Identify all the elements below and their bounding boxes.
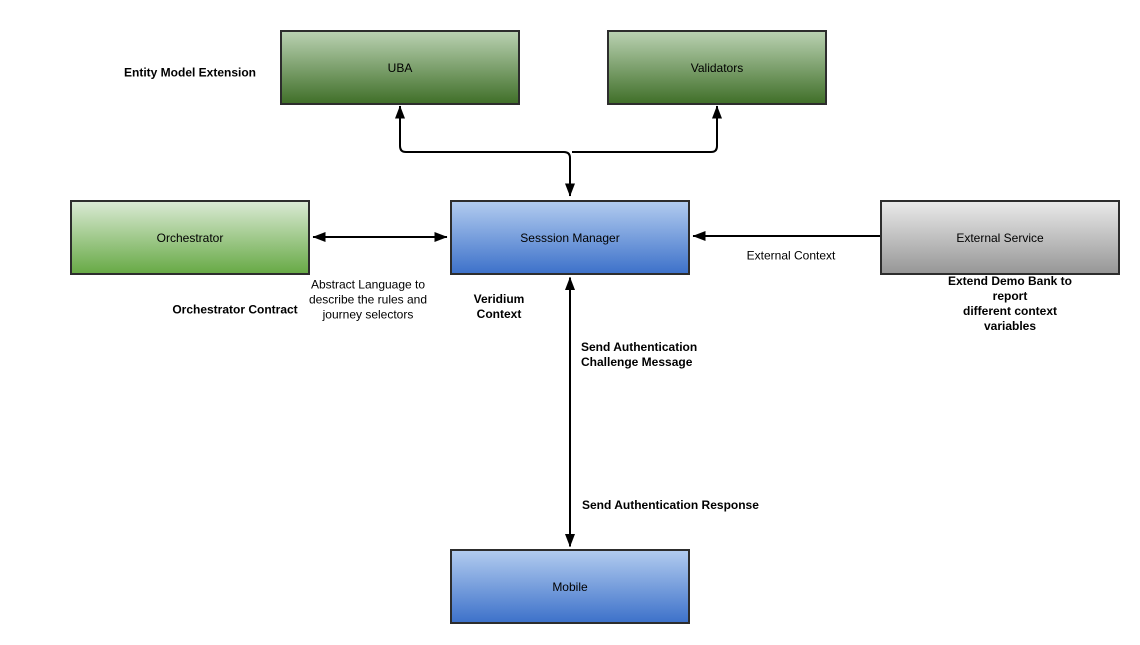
node-orchestrator: Orchestrator — [70, 200, 310, 275]
edge-label-auth-challenge: Send Authentication Challenge Message — [581, 340, 698, 369]
note-entity-model-extension: Entity Model Extension — [123, 65, 257, 80]
node-uba-label: UBA — [387, 60, 413, 75]
note-extend-demo-bank: Extend Demo Bank to report different con… — [947, 274, 1073, 333]
node-validators: Validators — [607, 30, 827, 105]
arrow-validators-branch — [572, 105, 722, 153]
arrow-session-manager-uba-branch — [395, 105, 575, 197]
node-session-manager-label: Sesssion Manager — [520, 230, 620, 245]
node-orchestrator-label: Orchestrator — [156, 230, 224, 245]
note-orchestrator-contract: Orchestrator Contract — [172, 302, 298, 317]
node-validators-label: Validators — [690, 60, 744, 75]
node-mobile: Mobile — [450, 549, 690, 624]
note-abstract-language: Abstract Language to describe the rules … — [308, 277, 428, 322]
edge-label-auth-response: Send Authentication Response — [582, 498, 759, 512]
node-uba: UBA — [280, 30, 520, 105]
node-external-service-label: External Service — [956, 230, 1044, 245]
note-veridium-context: Veridium Context — [473, 292, 525, 321]
node-session-manager: Sesssion Manager — [450, 200, 690, 275]
node-external-service: External Service — [880, 200, 1120, 275]
node-mobile-label: Mobile — [552, 579, 588, 594]
edge-label-external-context: External Context — [746, 248, 836, 263]
